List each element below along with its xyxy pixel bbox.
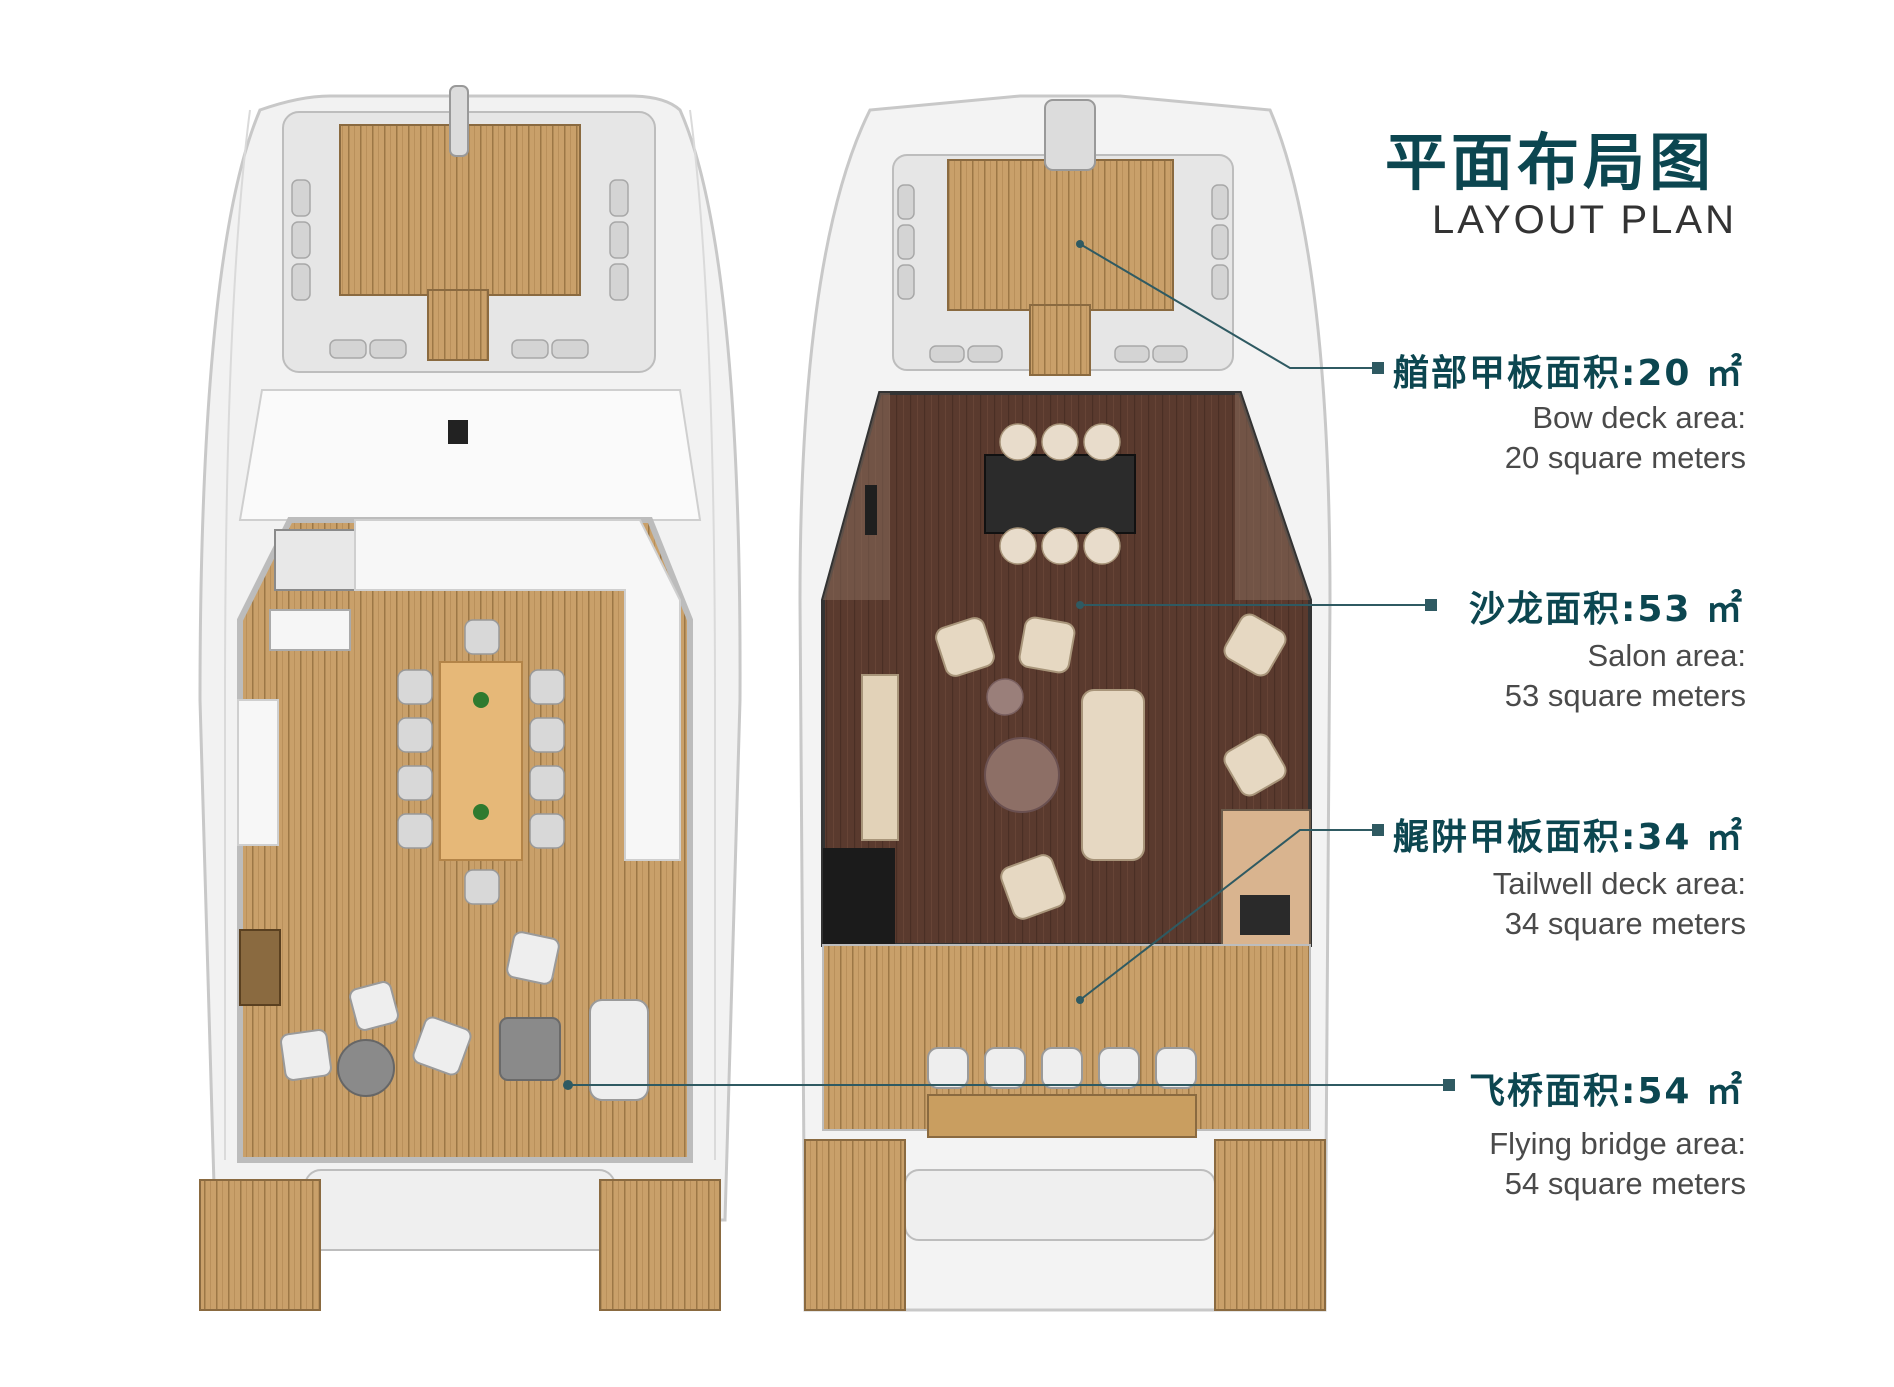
page-title-zh: 平面布局图 — [1385, 126, 1716, 199]
flying-bridge-plan — [198, 85, 742, 1311]
leader-marker-salon — [1425, 599, 1437, 611]
bow-deck-area-line2: 20 square meters — [1504, 440, 1746, 475]
flying-bridge-area-line1: Flying bridge area: — [1489, 1126, 1746, 1161]
salon-area-line2: 53 square meters — [1504, 678, 1746, 713]
tailwell-deck-area-label-en: Tailwell deck area: 34 square meters — [1493, 864, 1746, 944]
tailwell-deck-area-line2: 34 square meters — [1504, 906, 1746, 941]
right-bow-deck — [947, 159, 1174, 311]
main-deck-plan — [798, 94, 1332, 1312]
salon-area-line1: Salon area: — [1587, 638, 1746, 673]
flying-bridge-area-label-zh: 飞桥面积:54 ㎡ — [1468, 1071, 1744, 1112]
leader-lines — [568, 243, 1443, 1086]
flying-bridge-area-line2: 54 square meters — [1504, 1166, 1746, 1201]
salon-area-label-zh: 沙龙面积:53 ㎡ — [1468, 589, 1744, 630]
leader-line-tailwell — [1079, 829, 1372, 1001]
leader-marker-flybridge — [1443, 1079, 1455, 1091]
leader-marker-bow — [1372, 362, 1384, 374]
tailwell-deck-area-label-zh: 艉阱甲板面积:34 ㎡ — [1392, 817, 1744, 858]
leader-marker-tailwell — [1372, 824, 1384, 836]
tailwell-deck-area-line1: Tailwell deck area: — [1492, 866, 1746, 901]
right-stern-steps — [804, 1139, 1326, 1311]
flybridge-table — [439, 661, 523, 861]
leader-dot-flybridge-point — [563, 1080, 573, 1090]
leader-dot-salon-point — [1076, 601, 1084, 609]
leader-dot-tailwell-point — [1076, 996, 1084, 1004]
leader-line-bow — [1079, 243, 1372, 369]
bow-deck-area-label-zh: 艏部甲板面积:20 ㎡ — [1392, 353, 1744, 394]
page-title-en: LAYOUT PLAN — [1432, 198, 1737, 242]
flying-bridge-area-label-en: Flying bridge area: 54 square meters — [1489, 1124, 1746, 1204]
bow-deck-area-label-en: Bow deck area: 20 square meters — [1505, 398, 1746, 478]
leader-dot-bow-point — [1076, 240, 1084, 248]
left-stern-steps — [199, 1179, 721, 1311]
salon-area-label-en: Salon area: 53 square meters — [1505, 636, 1746, 716]
bow-deck-area-line1: Bow deck area: — [1532, 400, 1746, 435]
